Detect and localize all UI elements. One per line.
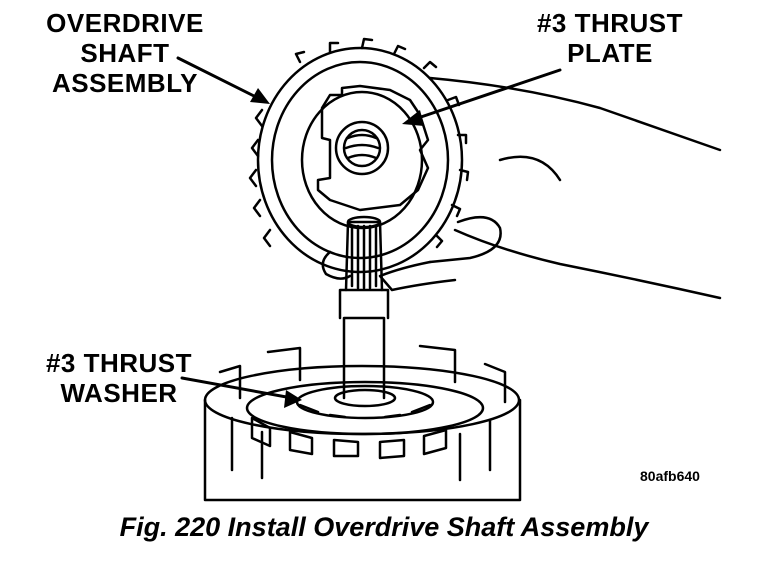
arrowhead-thrust-plate <box>402 110 424 126</box>
thrust-plate <box>316 84 430 212</box>
figure-caption: Fig. 220 Install Overdrive Shaft Assembl… <box>119 512 649 542</box>
arrow-thrust-plate <box>410 68 562 122</box>
callout-line: WASHER <box>60 378 178 408</box>
overdrive-shaft <box>338 215 390 400</box>
overdrive-gear <box>248 37 470 274</box>
hand <box>321 76 722 300</box>
arrowhead-thrust-washer <box>284 390 302 408</box>
callout-line: ASSEMBLY <box>51 68 199 98</box>
leader-arrows <box>176 56 562 400</box>
callout-line: OVERDRIVE <box>46 8 204 38</box>
callout-overdrive-shaft-assembly: OVERDRIVE SHAFT ASSEMBLY <box>40 8 210 98</box>
callout-line: SHAFT <box>80 38 170 68</box>
callout-thrust-plate: #3 THRUST PLATE <box>520 8 700 68</box>
reference-code: 80afb640 <box>640 468 700 484</box>
callout-thrust-washer: #3 THRUST WASHER <box>34 348 204 408</box>
callout-line: #3 THRUST <box>536 8 684 38</box>
callout-line: PLATE <box>567 38 653 68</box>
callout-line: #3 THRUST <box>45 348 193 378</box>
clutch-ring <box>245 380 485 460</box>
arrow-thrust-washer <box>180 376 294 400</box>
thrust-washer <box>295 384 435 420</box>
arrow-overdrive-shaft <box>176 56 264 102</box>
arrowhead-overdrive-shaft <box>250 88 270 104</box>
